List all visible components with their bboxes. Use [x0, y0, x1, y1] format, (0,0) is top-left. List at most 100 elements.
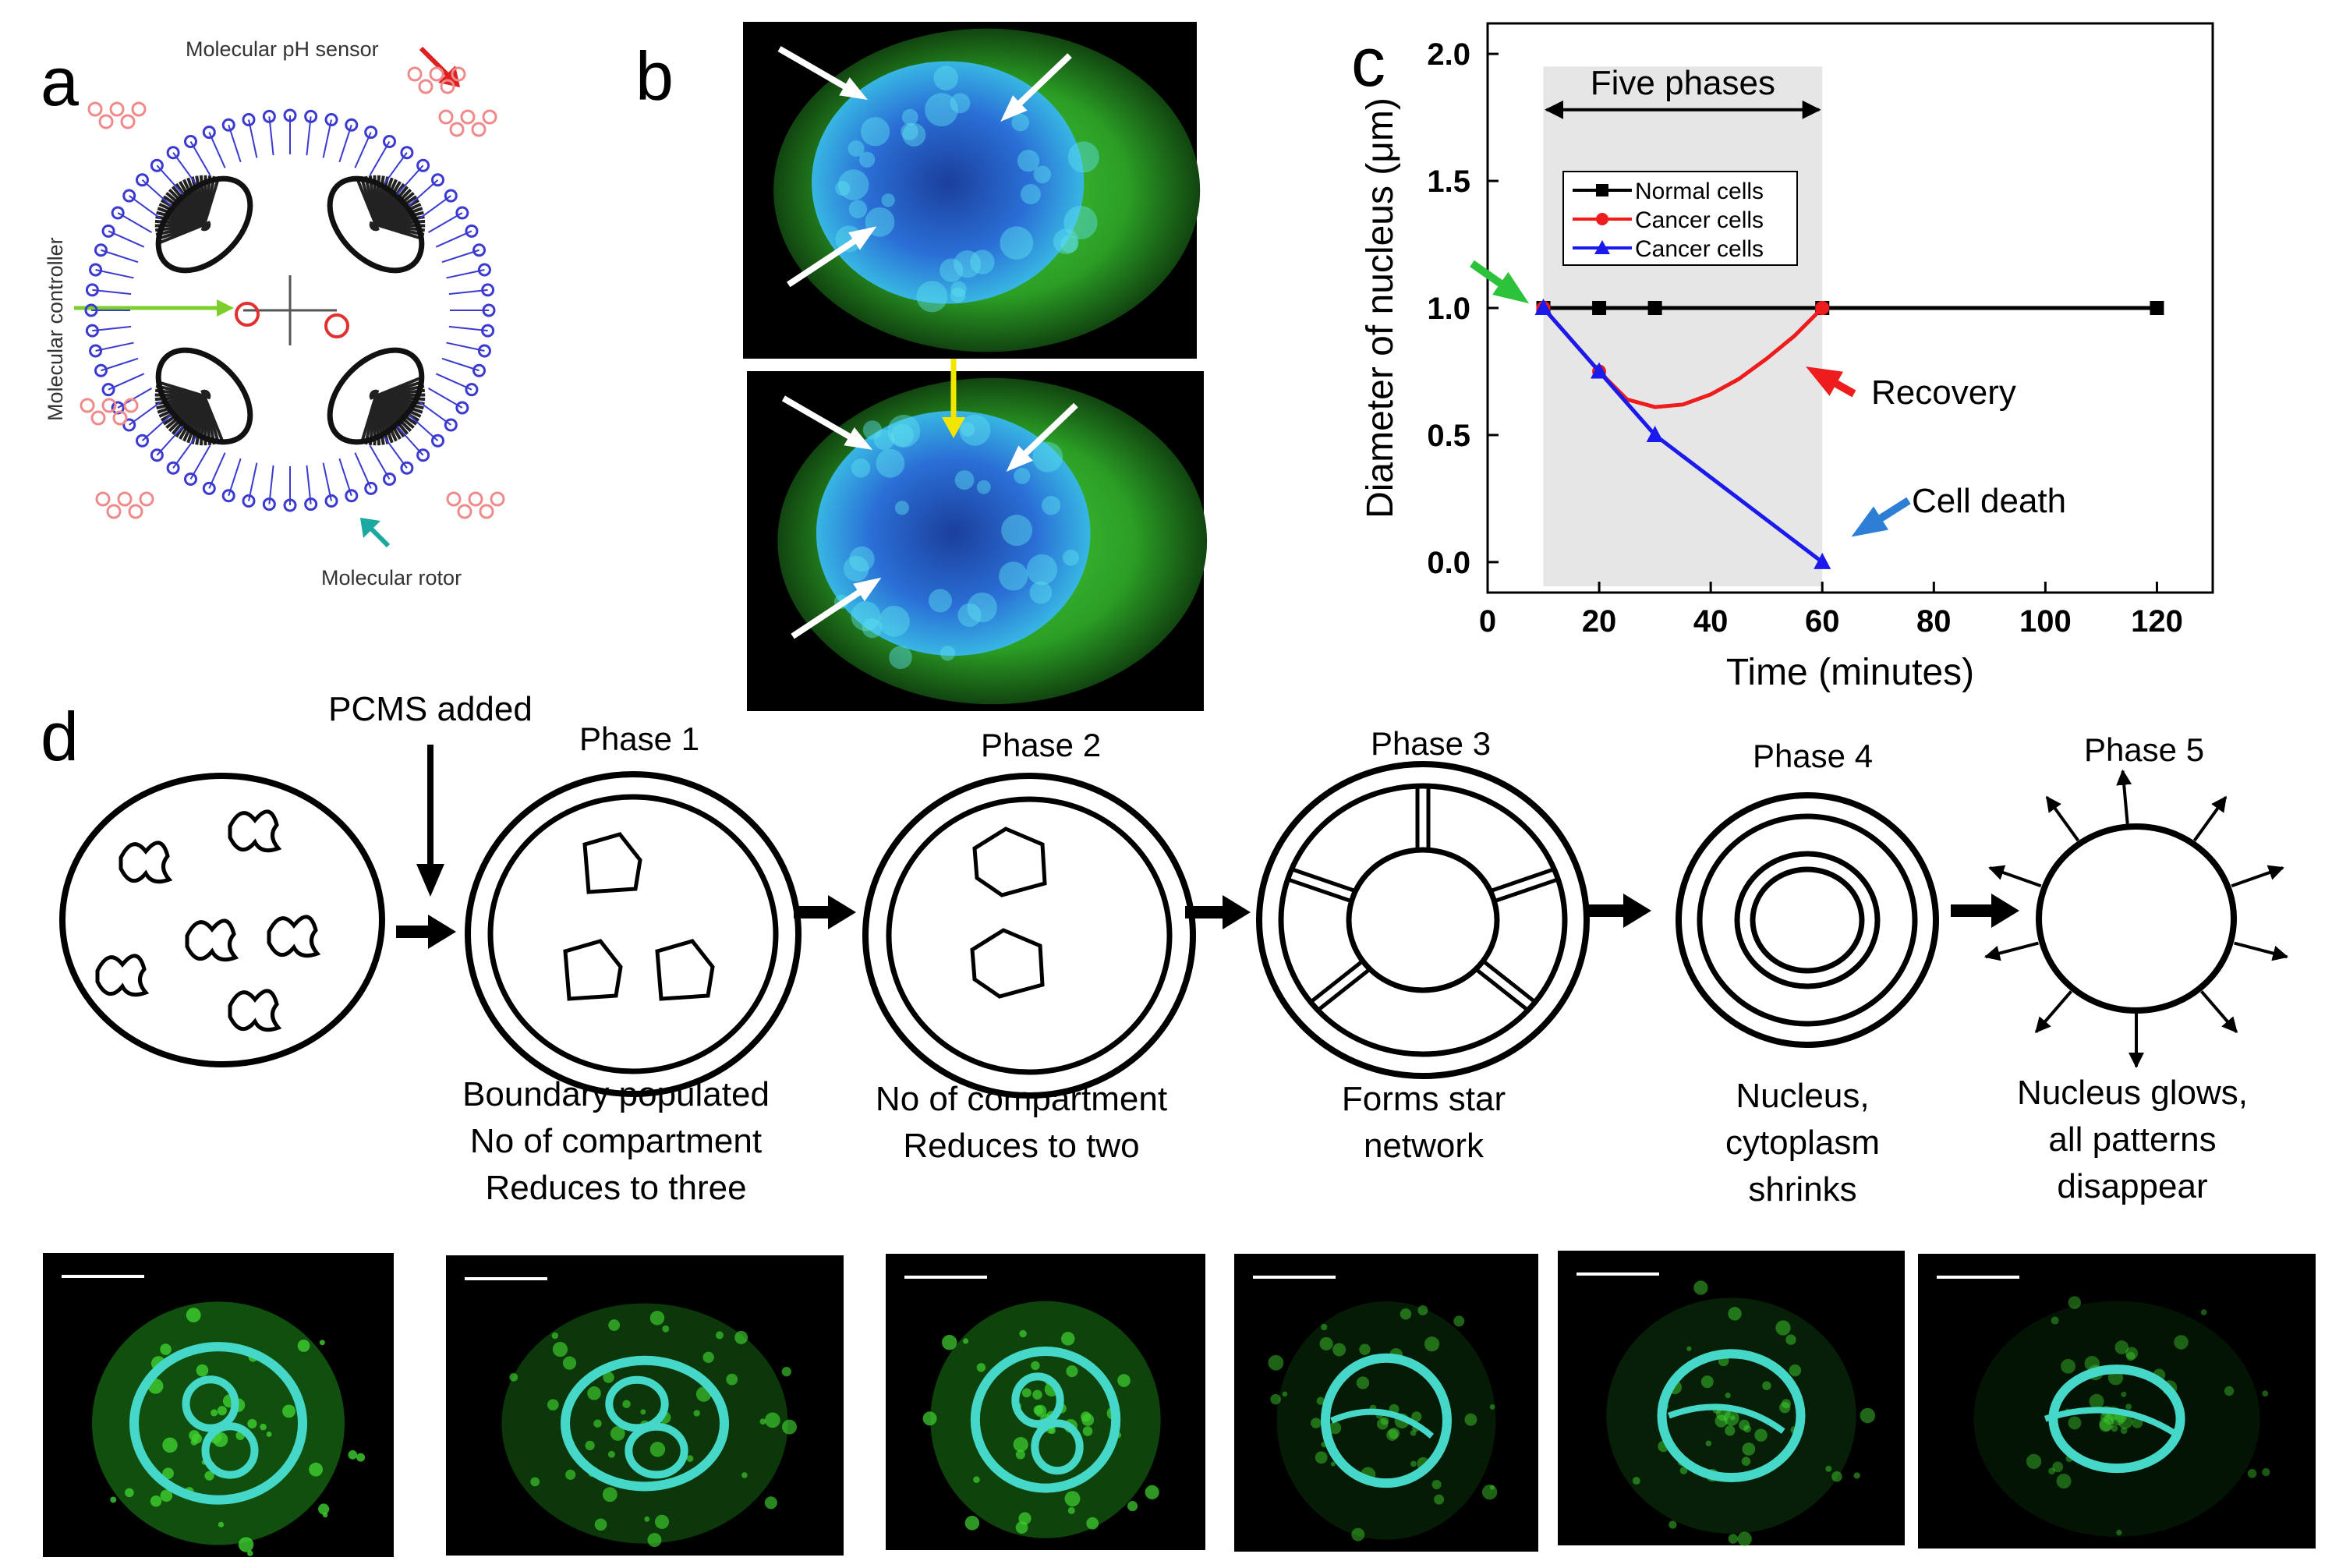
rotor-link	[354, 452, 372, 489]
marker-death	[1591, 362, 1608, 379]
chromatin	[851, 601, 881, 632]
rotor-link	[129, 195, 161, 220]
rotor-link	[156, 425, 184, 456]
granule	[1082, 1426, 1093, 1436]
chromatin	[950, 281, 967, 297]
rotor-link	[338, 458, 352, 497]
chromatin	[954, 470, 975, 490]
legend-marker	[1594, 240, 1610, 254]
granule	[189, 1430, 200, 1441]
glow-ray	[2200, 990, 2238, 1034]
granule	[2120, 1427, 2128, 1435]
chromatin	[976, 480, 991, 494]
rotor-unit	[242, 494, 256, 508]
granule	[1321, 1323, 1328, 1331]
granule	[607, 1450, 615, 1458]
sensor-group	[438, 109, 454, 125]
granule	[125, 1488, 134, 1498]
rotor-unit	[166, 146, 180, 160]
chromatin	[1026, 554, 1058, 586]
phase1-compartment	[655, 939, 715, 1001]
granule	[348, 1450, 358, 1460]
phase-5-description: all patterns	[2048, 1120, 2216, 1159]
granule	[2121, 1391, 2127, 1397]
sensor-group	[112, 410, 128, 426]
rotor-unit	[89, 263, 103, 277]
sensor-group	[429, 66, 444, 82]
compartment-ring	[201, 1422, 259, 1479]
x-tick-label: 40	[1693, 604, 1729, 639]
rotor-unit	[472, 243, 487, 257]
granule	[594, 1518, 607, 1531]
glow-ray	[2234, 941, 2289, 961]
granule	[260, 1423, 267, 1431]
star-spoke	[1318, 968, 1371, 1011]
granule	[2026, 1453, 2042, 1469]
y-tick-label: 2.0	[1427, 37, 1470, 72]
marker-death	[1534, 299, 1552, 315]
rotor-link	[156, 165, 184, 196]
rotor-link	[441, 357, 479, 372]
granule	[622, 1400, 631, 1409]
panel-label-d: d	[41, 698, 79, 775]
sensor-group	[407, 66, 423, 82]
granule	[1268, 1354, 1284, 1371]
chromatin	[843, 555, 869, 582]
initial-cell	[59, 773, 385, 1067]
granule	[1380, 1417, 1389, 1425]
sensor-group	[479, 504, 494, 519]
sensor-group	[128, 504, 143, 519]
rotor-link	[354, 132, 372, 168]
x-tick-label: 20	[1582, 604, 1617, 639]
chromatin	[887, 415, 921, 448]
start-arrow-head	[1492, 271, 1530, 304]
chromatin	[1029, 581, 1053, 604]
lipid-cluster	[327, 175, 425, 274]
granule	[963, 1338, 969, 1344]
lipid-cluster	[155, 175, 253, 274]
granule	[1145, 1485, 1159, 1499]
granule	[1737, 1531, 1752, 1546]
nucleus-ring	[970, 1347, 1121, 1493]
rotor-link	[172, 152, 197, 185]
chromatin	[1014, 467, 1031, 484]
rotor-link	[248, 462, 258, 501]
nucleus	[812, 61, 1085, 304]
chromatin	[881, 193, 895, 207]
rotor-link	[95, 269, 134, 279]
rotor-unit	[383, 473, 396, 487]
rotor-unit	[472, 363, 487, 377]
rotor-link	[419, 401, 451, 426]
granule	[1853, 1472, 1860, 1479]
granule	[1351, 1527, 1365, 1541]
granule	[1424, 1336, 1440, 1352]
x-tick-label: 0	[1479, 604, 1496, 639]
sensor-group	[460, 109, 476, 125]
granule	[2262, 1390, 2269, 1397]
granule	[266, 1432, 272, 1437]
phase4-core	[1750, 866, 1865, 974]
granule	[2099, 1419, 2112, 1432]
granule	[1031, 1361, 1040, 1371]
sensor-group	[131, 101, 147, 117]
lipid-chain	[200, 176, 221, 232]
granule	[204, 1471, 214, 1481]
micrograph-tile-5	[1558, 1251, 1905, 1545]
granule	[2116, 1529, 2122, 1536]
granule	[318, 1503, 330, 1515]
rotor-unit	[465, 383, 479, 397]
granule	[2051, 1316, 2059, 1325]
granule	[530, 1477, 540, 1487]
glow-ray	[2231, 865, 2284, 888]
phase2-compartment	[972, 826, 1047, 897]
phase-2-description: Reduces to two	[903, 1127, 1139, 1165]
granule	[2068, 1416, 2082, 1430]
granule	[781, 1419, 797, 1435]
granule	[150, 1495, 162, 1507]
rotor-link	[92, 325, 132, 332]
rotor-unit	[202, 481, 216, 495]
granule	[649, 1311, 665, 1326]
granule	[247, 1550, 253, 1556]
rotor-link	[101, 249, 139, 264]
phase-arrowhead	[428, 915, 456, 949]
